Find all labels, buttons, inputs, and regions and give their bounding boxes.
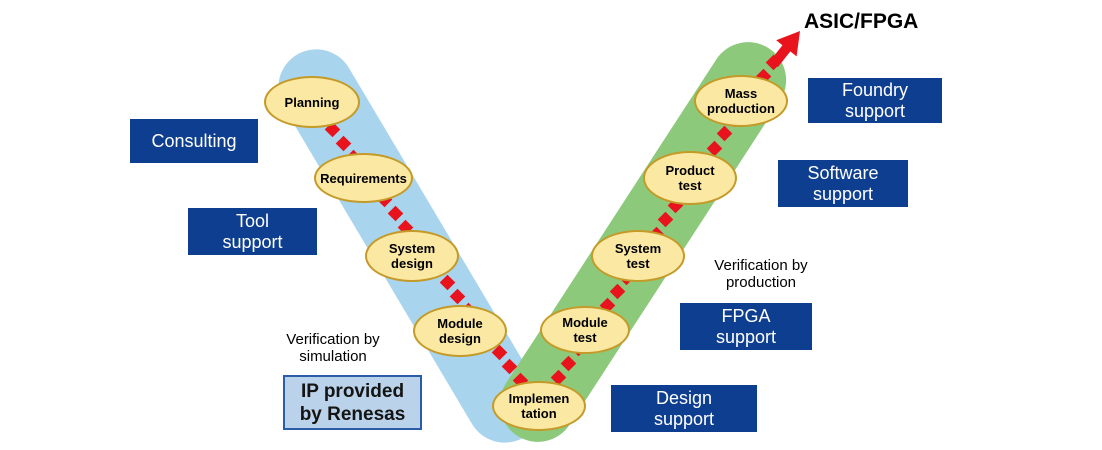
stage-label: Module — [437, 316, 483, 331]
stage-label: design — [439, 331, 481, 346]
stage-label: test — [573, 330, 597, 345]
support-box-label: FPGA — [721, 305, 771, 326]
stage-label: production — [707, 101, 775, 116]
annotation-line: production — [725, 274, 797, 291]
annotation-line: Verification by — [286, 331, 380, 348]
annotation-line: simulation — [299, 348, 367, 365]
stage-system-design: System design — [365, 230, 459, 282]
stage-label: System — [388, 241, 436, 256]
stage-product-test: Product test — [643, 151, 737, 205]
stage-planning: Planning — [264, 76, 360, 128]
stage-module-test: Module test — [540, 306, 630, 354]
support-box-label: Consulting — [151, 130, 237, 151]
stage-label: Planning — [284, 94, 340, 110]
stage-label: tation — [521, 406, 557, 421]
asic-fpga-label: ASIC/FPGA — [804, 10, 919, 33]
stage-label: Mass — [724, 86, 758, 101]
support-box-label: support — [812, 183, 874, 204]
stage-requirements: Requirements — [314, 153, 413, 203]
support-box-label: Software — [807, 162, 879, 183]
support-box-tool: Tool support — [188, 208, 317, 255]
support-box-consulting: Consulting — [130, 119, 258, 163]
stage-label: Implemen — [508, 391, 570, 406]
annotation-verification-simulation: Verification by simulation — [258, 331, 408, 365]
stage-label: Module — [562, 315, 608, 330]
stage-implementation: Implemen tation — [492, 381, 586, 431]
stage-mass-production: Mass production — [694, 75, 788, 127]
support-box-label: support — [844, 100, 906, 121]
stage-label: Requirements — [320, 170, 407, 186]
stage-label: Product — [665, 163, 715, 178]
support-box-fpga: FPGA support — [680, 303, 812, 350]
support-box-label: support — [715, 326, 777, 347]
ip-box-label: IP provided — [300, 380, 405, 402]
stage-label: System — [614, 241, 662, 256]
support-box-label: support — [222, 231, 283, 252]
support-box-label: Design — [655, 387, 713, 408]
ip-box-label: by Renesas — [299, 403, 406, 425]
support-box-label: Tool — [235, 210, 270, 231]
stage-label: test — [626, 256, 650, 271]
ip-provided-box: IP provided by Renesas — [283, 375, 422, 430]
stage-label: design — [391, 256, 433, 271]
stage-label: test — [678, 178, 702, 193]
support-box-software: Software support — [778, 160, 908, 207]
support-box-label: Foundry — [841, 79, 909, 100]
support-box-foundry: Foundry support — [808, 78, 942, 123]
annotation-line: Verification by — [714, 257, 808, 274]
stage-system-test: System test — [591, 230, 685, 282]
support-box-label: support — [653, 408, 715, 429]
support-box-design: Design support — [611, 385, 757, 432]
annotation-verification-production: Verification by production — [686, 257, 836, 291]
stage-module-design: Module design — [413, 305, 507, 357]
